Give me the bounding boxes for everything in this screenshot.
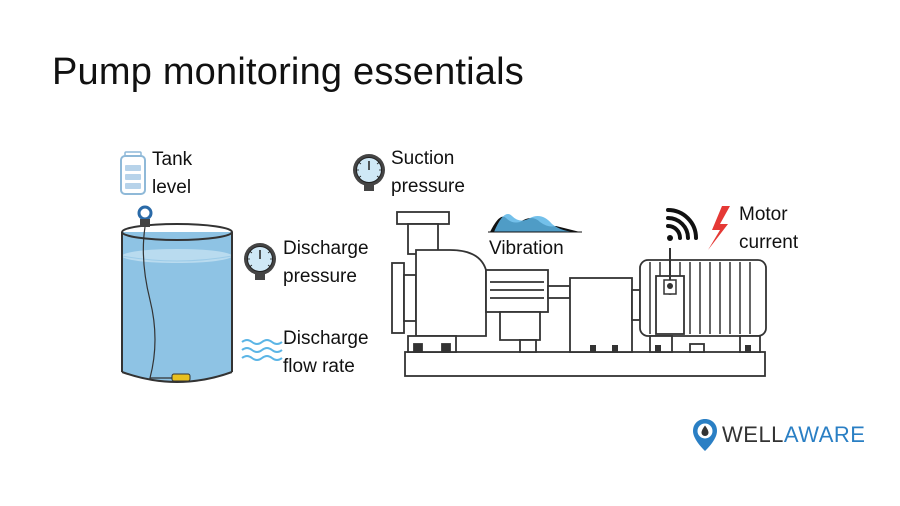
pump-assembly <box>391 211 767 377</box>
motor-sensor <box>663 248 677 295</box>
wellaware-logo: WELLAWARE <box>692 418 865 452</box>
tank-level-label: Tank level <box>152 149 193 198</box>
lightning-bolt-icon <box>708 206 730 250</box>
wireless-signal-icon <box>666 208 698 241</box>
battery-level-icon <box>120 151 146 195</box>
vibration-peaks-icon <box>488 214 582 233</box>
logo-text-aware: AWARE <box>783 422 866 447</box>
discharge-pressure-label: Discharge pressure <box>283 238 369 287</box>
logo-text-well: WELL <box>722 422 784 447</box>
discharge-pressure-gauge-icon <box>243 242 277 281</box>
location-drop-icon <box>693 419 717 451</box>
suction-pressure-label: Suction pressure <box>391 148 465 197</box>
base-bolts <box>590 345 751 352</box>
discharge-flow-rate-label: Discharge flow rate <box>283 328 369 377</box>
logo-text: WELLAWARE <box>722 422 865 448</box>
waves-icon <box>241 339 283 361</box>
vibration-label: Vibration <box>489 238 564 259</box>
suction-pressure-gauge-icon <box>352 153 386 192</box>
page-title: Pump monitoring essentials <box>52 51 524 93</box>
tank <box>121 205 233 383</box>
motor-current-label: Motor current <box>739 204 799 253</box>
